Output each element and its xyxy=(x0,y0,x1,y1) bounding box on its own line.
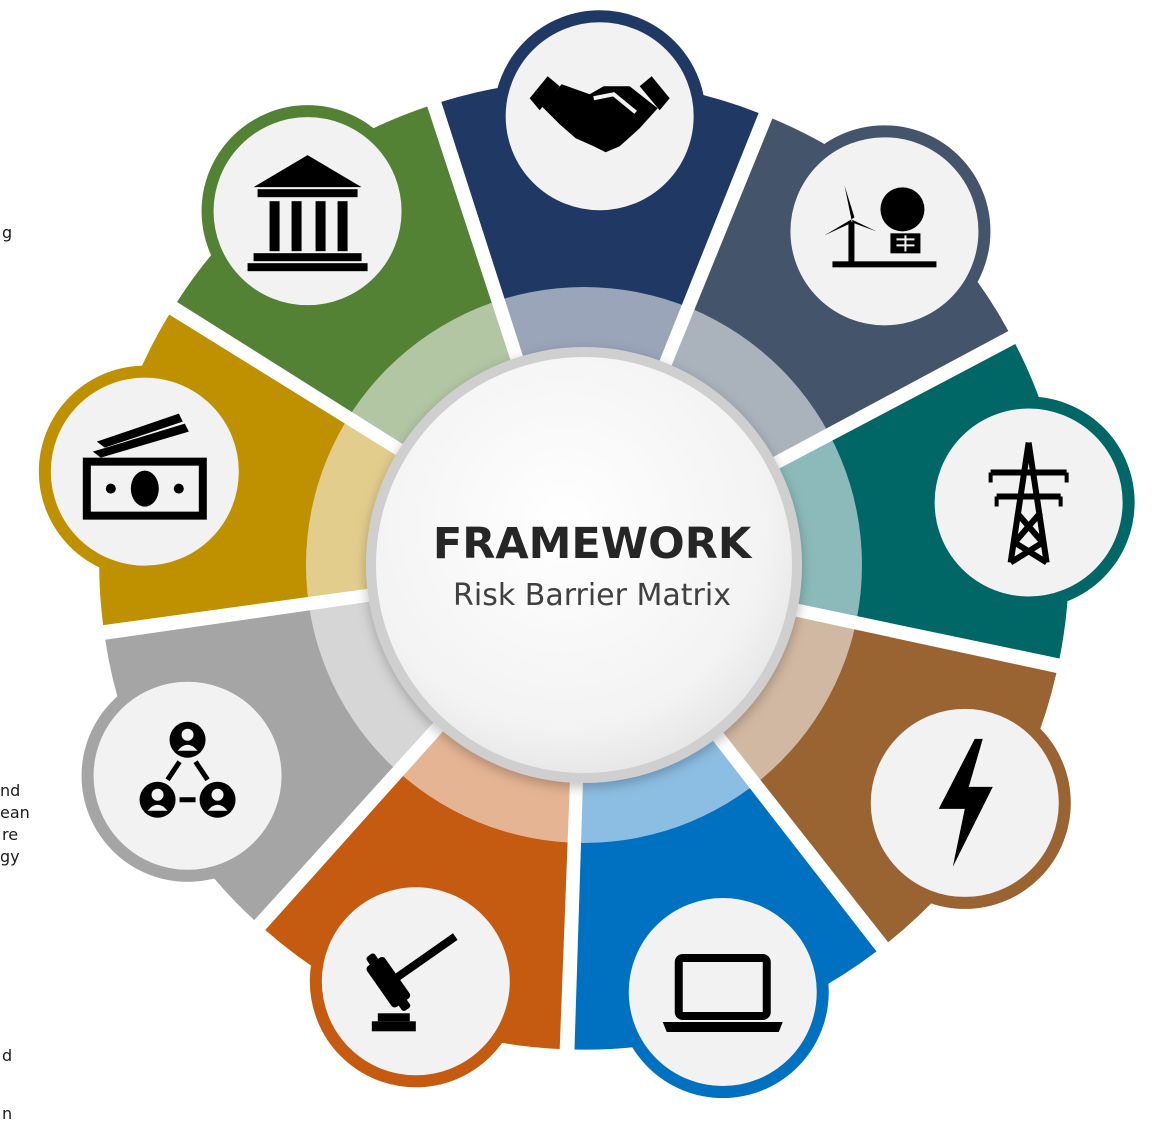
lightning-bolt-icon xyxy=(938,738,993,867)
center-subtitle: Risk Barrier Matrix xyxy=(453,578,731,613)
center-hub: FRAMEWORK Risk Barrier Matrix xyxy=(366,347,802,783)
people-network-icon xyxy=(139,721,236,818)
side-text-2: nd xyxy=(0,781,21,800)
side-text-3: ean xyxy=(0,803,30,822)
laptop-icon xyxy=(662,954,783,1033)
badge-finance xyxy=(38,365,251,578)
bank-building-icon xyxy=(247,155,368,272)
badge-government xyxy=(201,105,414,318)
badge-legal xyxy=(309,875,522,1088)
wind-solar-icon xyxy=(824,185,937,268)
badge-electricity xyxy=(858,696,1071,909)
money-icon xyxy=(82,413,207,520)
side-text-5: gy xyxy=(0,847,20,866)
icon-circles-layer xyxy=(38,10,1135,1099)
center-title: FRAMEWORK xyxy=(433,519,753,569)
badge-renewable-energy xyxy=(778,125,991,338)
badge-technology xyxy=(616,886,829,1099)
badge-network xyxy=(81,669,294,882)
badge-grid xyxy=(922,396,1135,609)
side-text-1: g xyxy=(2,223,13,242)
side-text-6: d xyxy=(2,1046,13,1065)
power-tower-icon xyxy=(988,442,1069,566)
gavel-icon xyxy=(366,933,458,1032)
badge-partnership xyxy=(493,10,706,223)
side-text-7: n xyxy=(2,1104,13,1123)
handshake-icon xyxy=(529,76,670,153)
side-text-4: re xyxy=(2,825,19,844)
